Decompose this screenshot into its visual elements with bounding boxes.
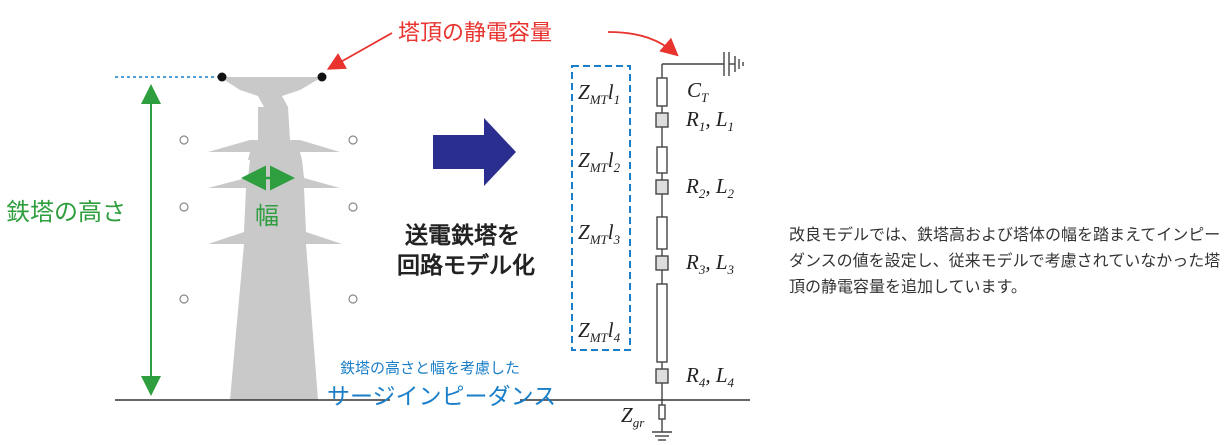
insulator-circles <box>179 135 358 304</box>
tower-height-label: 鉄塔の高さ <box>6 198 126 226</box>
capacitance-title: 塔頂の静電容量 <box>398 21 553 46</box>
surge-title: サージインピーダンス <box>327 384 557 410</box>
ground-impedance-label: Zgr <box>621 403 645 431</box>
tower-tip-right <box>317 72 327 82</box>
conversion-arrow <box>433 118 516 186</box>
zmt-label-4: ZMTl4 <box>578 318 621 346</box>
surge-impedance-box <box>571 65 631 351</box>
red-arrow-left <box>326 32 393 70</box>
red-arrow-right <box>607 31 679 57</box>
circuit <box>652 52 744 441</box>
zmt-label-1: ZMTl1 <box>578 80 621 108</box>
rl-label-3: R3, L3 <box>686 250 735 278</box>
zmt-label-3: ZMTl3 <box>578 220 621 248</box>
zmt-label-2: ZMTl2 <box>578 148 621 176</box>
conversion-label-line1: 送電鉄塔を <box>405 223 520 249</box>
tower-silhouette <box>208 77 342 400</box>
description-text: 改良モデルでは、鉄塔高および塔体の幅を踏まえてインピーダンスの値を設定し、従来モ… <box>789 225 1221 296</box>
capacitor-label: CT <box>687 78 709 106</box>
surge-note: 鉄塔の高さと幅を考慮した <box>340 359 521 377</box>
tower-tip-left <box>217 72 227 82</box>
rl-label-4: R4, L4 <box>686 363 735 391</box>
rl-label-1: R1, L1 <box>686 107 735 135</box>
width-label: 幅 <box>255 202 279 230</box>
conversion-label-line2: 回路モデル化 <box>397 253 535 279</box>
rl-label-2: R2, L2 <box>686 174 735 202</box>
